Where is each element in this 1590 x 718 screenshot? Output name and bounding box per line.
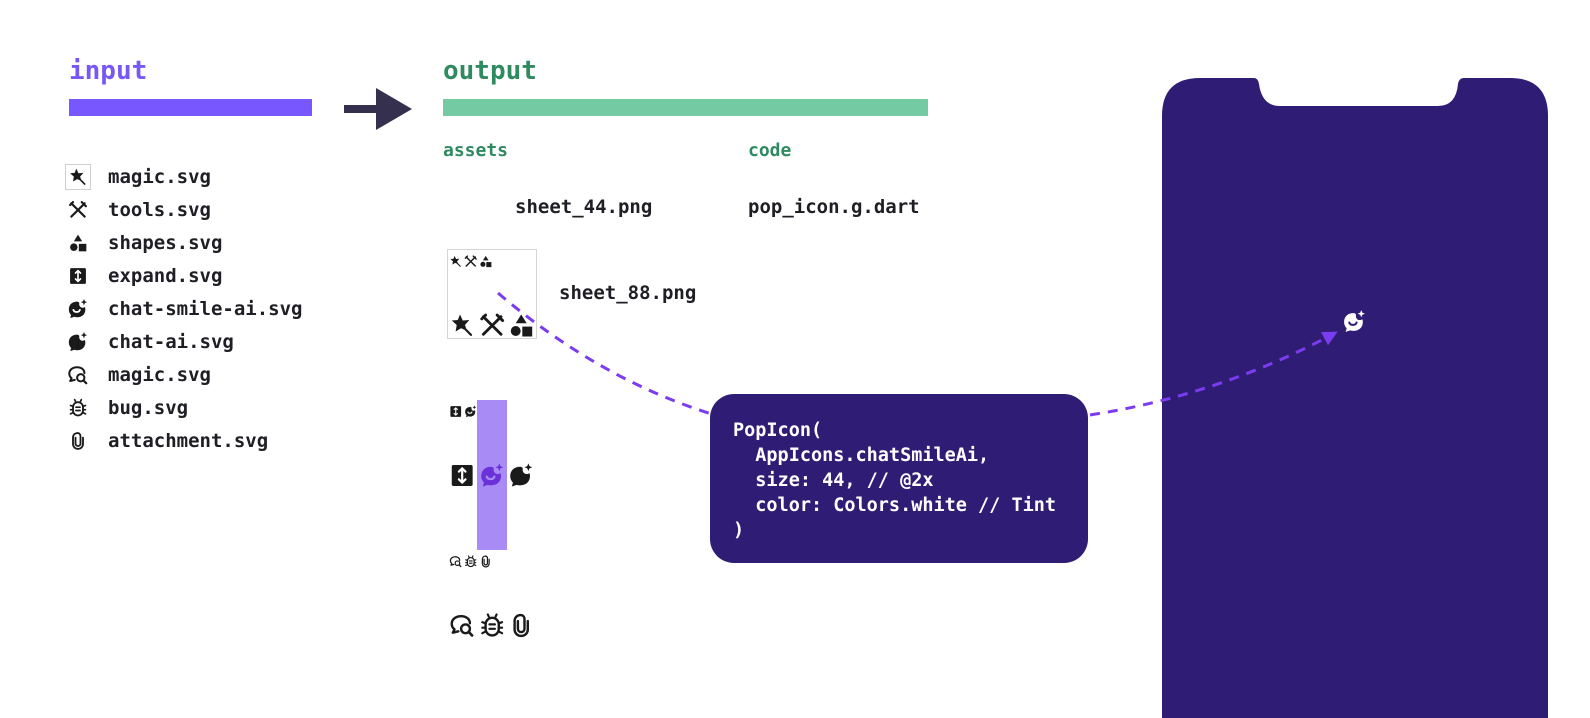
code-line: AppIcons.chatSmileAi, [733,445,990,466]
file-label: tools.svg [108,198,211,221]
file-label: magic.svg [108,363,211,386]
file-label: attachment.svg [108,429,269,452]
input-file-list: magic.svg tools.svg shapes.svg expand.sv… [65,160,302,457]
chat-smile-ai-icon [1342,309,1367,334]
shapes-icon [507,250,536,400]
attachment-icon [507,550,536,700]
file-item-chat-smile-ai[interactable]: chat-smile-ai.svg [66,292,302,325]
magic-icon [448,250,477,400]
file-item-chat-ai[interactable]: chat-ai.svg [66,325,302,358]
file-label: bug.svg [108,396,189,419]
phone-mockup [1162,78,1548,718]
chat-ai-icon [507,400,536,550]
shapes-icon [66,231,90,255]
tools-icon [477,250,506,400]
file-label: shapes.svg [108,231,223,254]
assets-heading: assets [443,140,509,161]
input-heading: input [69,56,148,86]
file-item-tools[interactable]: tools.svg [66,193,302,226]
chat-smile-ai-icon [66,297,90,321]
output-bar [443,99,928,116]
code-file-label[interactable]: pop_icon.g.dart [748,196,920,218]
input-bar [69,99,312,116]
sheet-88-thumbnail[interactable] [447,249,537,338]
search-chat-icon [448,550,477,700]
sheet-44-label: sheet_44.png [515,196,653,218]
file-item-magic[interactable]: magic.svg [65,160,302,193]
file-item-shapes[interactable]: shapes.svg [66,226,302,259]
magic-icon [65,163,91,190]
code-line: size: 44, // @2x [733,470,934,491]
file-item-search-chat[interactable]: magic.svg [66,358,302,391]
sheet-88-label: sheet_88.png [559,282,697,304]
chat-ai-icon [66,330,90,354]
attachment-icon [66,429,90,453]
code-line: color: Colors.white // Tint [733,495,1057,516]
file-label: chat-smile-ai.svg [108,297,303,320]
file-item-attachment[interactable]: attachment.svg [66,424,302,457]
code-heading: code [748,140,792,161]
code-snippet: PopIcon( AppIcons.chatSmileAi, size: 44,… [710,394,1088,563]
bug-icon [477,550,506,700]
sheet-44-thumbnail[interactable] [448,186,493,231]
arrow-right-icon [344,88,412,130]
file-label: chat-ai.svg [108,330,234,353]
expand-icon [448,400,477,550]
file-label: expand.svg [108,264,223,287]
output-heading: output [443,56,537,86]
file-label: magic.svg [108,165,211,188]
code-line: PopIcon( [733,420,823,441]
tools-icon [66,198,90,222]
expand-icon [66,264,90,288]
file-item-expand[interactable]: expand.svg [66,259,302,292]
chat-smile-ai-icon-highlighted [477,400,507,550]
file-item-bug[interactable]: bug.svg [66,391,302,424]
bug-icon [66,396,90,420]
code-line: ) [733,520,745,541]
search-chat-icon [66,363,90,387]
